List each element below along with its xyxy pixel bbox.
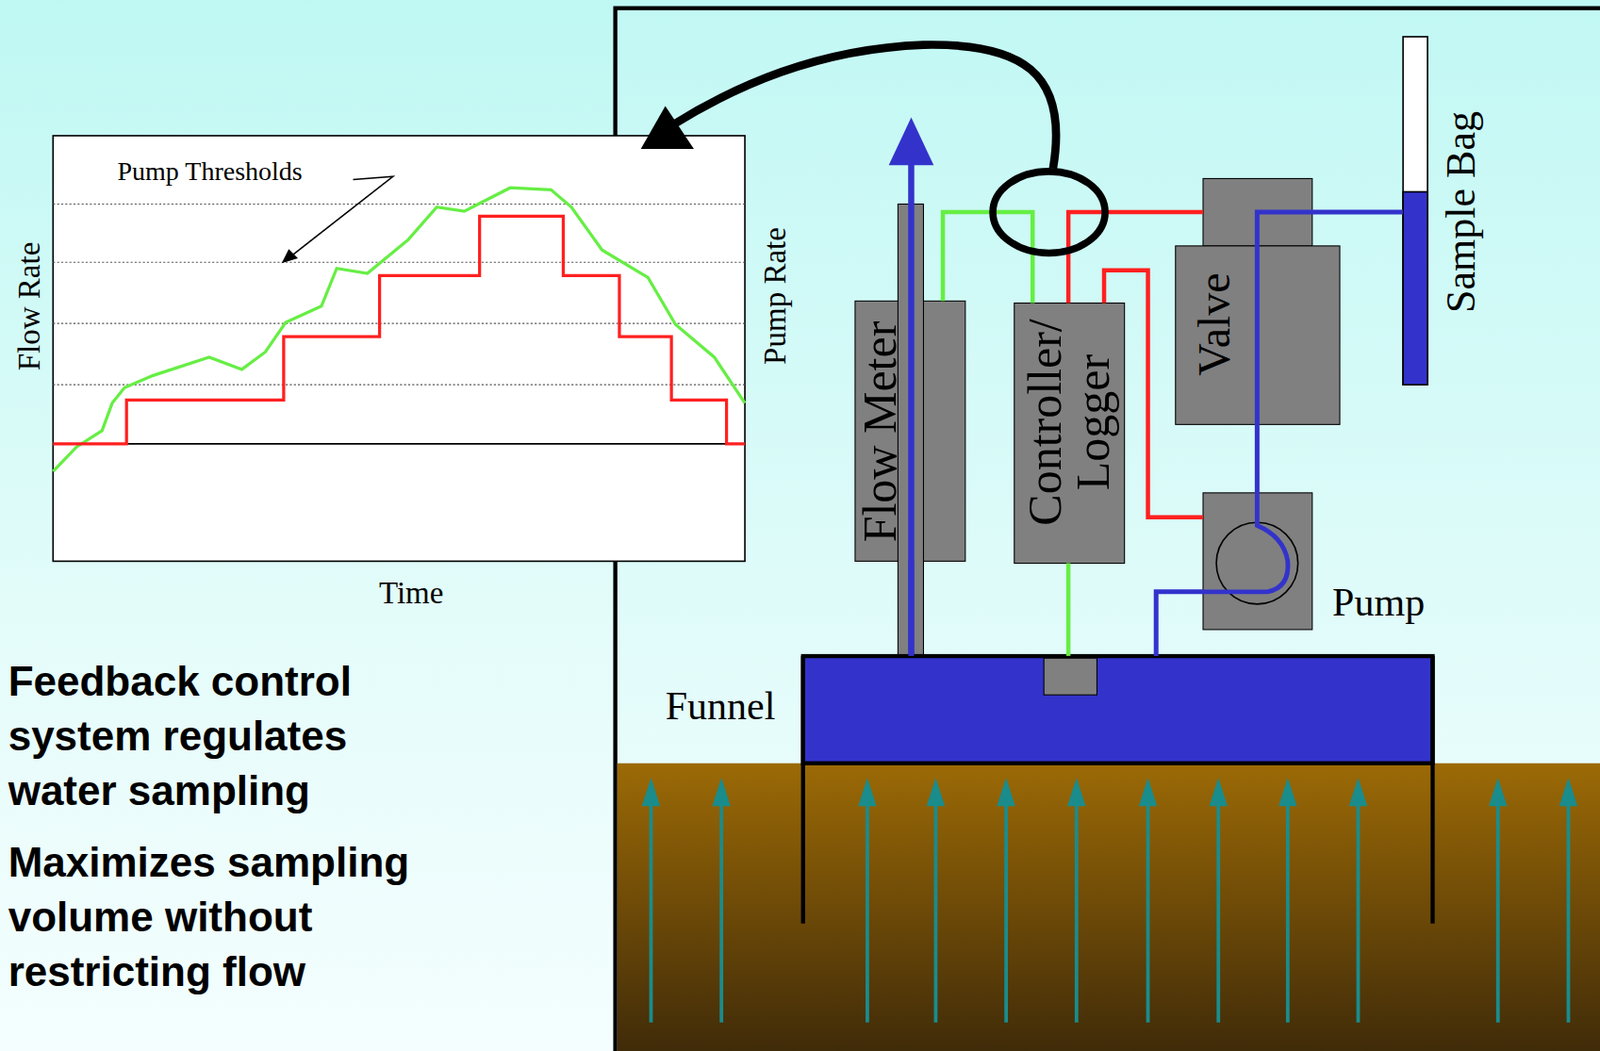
flux-arrow [1356,801,1361,1023]
sample-bag-shape [1402,36,1428,385]
node-label: Flow Meter [855,320,904,543]
axis-label: Time [379,577,444,611]
flux-arrowhead [1349,777,1368,807]
flux-arrowhead [1208,777,1227,807]
funnel-wall [1430,656,1435,924]
flux-arrow [1004,801,1008,1023]
funnel-body [803,656,1434,764]
flux-arrow [649,801,654,1023]
outflow-arrowhead [889,116,935,165]
controller-body [1014,303,1125,564]
signal-wire [942,212,1033,303]
flux-arrowhead [1278,777,1297,807]
controller-logger-shape [1014,303,1125,564]
leader-line [289,176,393,258]
callout-arrowhead [641,106,694,149]
flux-arrowhead [926,777,945,807]
threshold-lines [52,204,745,386]
threshold-line [52,323,745,325]
flux-arrowhead [1138,777,1157,807]
node-label: Funnel [665,686,776,727]
node-label: Controller/ Logger [1021,309,1118,536]
callout-label: Pump Thresholds [116,158,302,186]
controller-logger: Controller/ Logger [1014,302,1125,563]
threshold-line [52,203,745,205]
callout-arrow [673,45,1056,169]
leader-arrowhead [281,248,298,264]
sample-tube [1256,212,1403,494]
sample-bag: Sample Bag [1402,36,1428,385]
chart-baseline [52,443,745,446]
flux-arrowhead [857,777,876,807]
flux-arrow [934,801,939,1023]
funnel: Funnel [803,656,1434,764]
flux-arrowhead [642,777,660,807]
chart-frame [52,135,745,561]
bag-water [1402,192,1428,386]
water-flux-arrows [642,777,1578,1023]
flux-arrowhead [996,777,1015,807]
axis-label: Pump Rate [759,227,792,365]
pump-tubing [1203,493,1288,593]
threshold-line [52,262,745,264]
bag-outline [1402,36,1428,385]
flux-arrow [1216,801,1221,1023]
flux-arrow [1074,801,1079,1023]
valve: Valve [1175,178,1340,425]
soil [617,763,1600,1051]
water-pipe [907,560,914,657]
node-label: Sample Bag [1439,111,1483,314]
flux-arrow [865,801,870,1023]
node-label: Valve [1190,272,1238,376]
flow-meter-shape [855,116,966,659]
funnel-sensor [1043,658,1097,695]
sensor-wire [1066,562,1072,657]
pump-shape [1203,493,1313,630]
bullet-text: Maximizes sampling volume without restri… [8,835,462,1000]
flux-arrow [1146,801,1151,1023]
flux-arrowhead [1559,777,1578,807]
flux-arrowhead [1067,777,1086,807]
pump-rate-steps [52,215,745,444]
threshold-line [52,384,745,386]
pump-body [1203,493,1313,630]
flow-rate-curve [52,187,745,472]
flux-arrowhead [1488,777,1507,807]
callout-ellipse [992,171,1106,254]
funnel-shape [803,656,1434,924]
axis-label: Flow Rate [15,241,48,371]
bullet-text: Feedback control system regulates water … [8,654,462,819]
control-wire [1068,212,1204,303]
node-label: Pump [1332,581,1425,623]
flux-arrowhead [711,777,730,807]
outflow-pipe [907,152,914,657]
flux-arrow [1286,801,1290,1023]
flux-arrow [719,801,724,1023]
flow-meter: Flow Meter [855,300,966,561]
funnel-wall [801,656,806,924]
sample-tube [1155,592,1204,657]
flux-arrow [1567,801,1571,1023]
pump: Pump [1203,493,1313,630]
control-wire [1104,270,1204,518]
flux-arrow [1496,801,1501,1023]
